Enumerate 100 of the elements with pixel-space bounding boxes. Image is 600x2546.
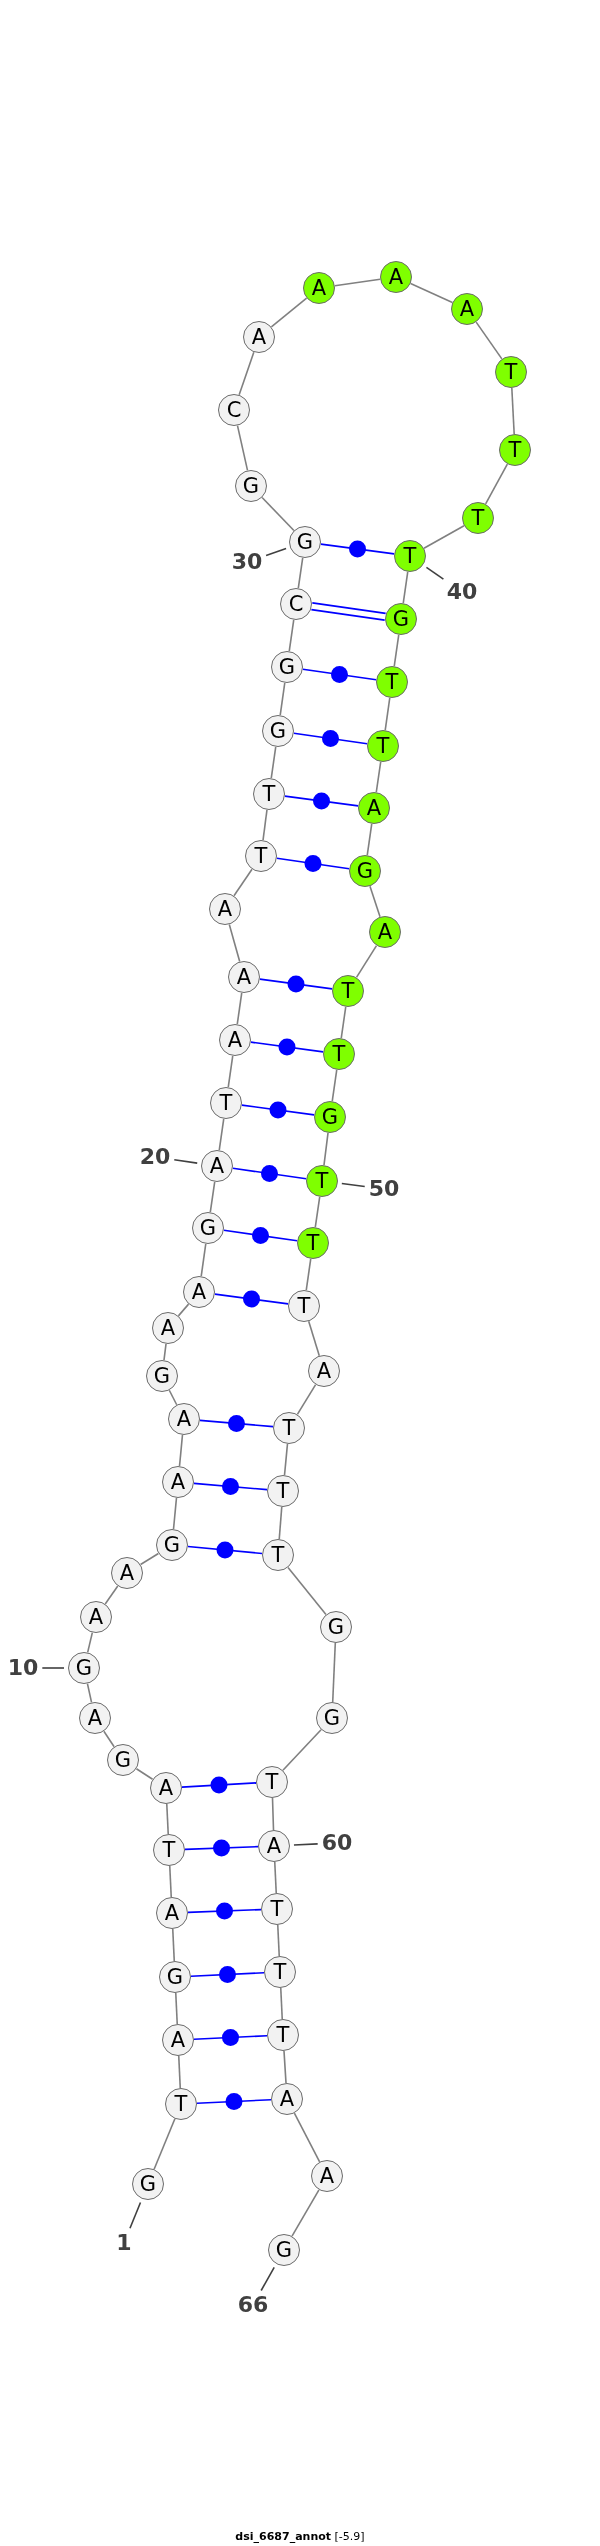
position-number: 60 (321, 1832, 353, 1854)
backbone-line (369, 885, 381, 918)
backbone-line (227, 1055, 234, 1088)
backbone-line (288, 619, 295, 652)
base-pair-line (259, 975, 333, 993)
backbone-line (236, 424, 249, 472)
leader-line (173, 1159, 198, 1164)
backbone-line (323, 1132, 329, 1166)
backbone-line (276, 1924, 281, 1957)
base-pair-line (196, 2093, 272, 2110)
backbone-line (238, 351, 255, 396)
backbone-line (165, 1803, 170, 1835)
backbone-line (283, 2050, 287, 2084)
base-pair-line (190, 1966, 265, 1983)
backbone-line (331, 1642, 337, 1703)
backbone-line (177, 1303, 190, 1317)
backbone-line (271, 1797, 275, 1831)
backbone-line (279, 682, 286, 716)
base-pair-line (232, 1165, 307, 1182)
backbone-line (262, 809, 268, 841)
base-pair-line (187, 1902, 262, 1920)
backbone-line (314, 1196, 321, 1228)
backbone-line (236, 992, 243, 1025)
position-number: 20 (139, 1146, 171, 1168)
base-pair-line (310, 602, 387, 621)
base-pair-line (214, 1290, 289, 1308)
position-number: 40 (446, 581, 478, 603)
backbone-line (178, 1434, 184, 1467)
leader-line (265, 547, 287, 557)
backbone-line (168, 1865, 173, 1898)
base-pair-line (199, 1415, 274, 1432)
backbone-line (355, 944, 378, 979)
backbone-line (287, 1566, 327, 1616)
base-pair-line (320, 540, 395, 558)
backbone-line (104, 1585, 119, 1605)
base-pair-line (293, 730, 368, 747)
backbone-line (278, 1506, 283, 1540)
backbone-line (366, 823, 373, 856)
backbone-line (218, 1118, 225, 1151)
backbone-line (307, 1320, 321, 1357)
backbone-line (209, 1181, 216, 1213)
backbone-line (103, 1730, 115, 1748)
base-pair-line (276, 855, 350, 872)
backbone-line (291, 2189, 320, 2237)
backbone-line (340, 1006, 347, 1039)
position-number: 1 (116, 2232, 132, 2254)
backbone-line (172, 1497, 178, 1530)
backbone-line (393, 634, 400, 667)
base-pair-line (193, 1478, 268, 1495)
backbone-line (171, 1928, 176, 1962)
backbone-line (135, 1767, 154, 1781)
backbone-line (375, 761, 382, 793)
caption: dsi_6687_annot [-5.9] (235, 2530, 365, 2543)
leader-line (425, 566, 445, 580)
backbone-line (273, 1861, 278, 1894)
backbone-line (153, 2118, 176, 2170)
backbone-line (384, 697, 391, 731)
backbone-line (139, 1552, 160, 1566)
backbone-line (261, 496, 295, 532)
base-pair-line (302, 666, 377, 683)
backbone-line (296, 1383, 317, 1416)
base-pair-line (250, 1038, 324, 1056)
base-pair-line (187, 1541, 263, 1559)
backbone-line (305, 1258, 312, 1291)
backbone-line (475, 321, 503, 360)
backbone-line (177, 2055, 182, 2089)
backbone-line (423, 525, 465, 549)
backbone-line (283, 1443, 289, 1476)
backbone-line (484, 463, 509, 505)
leader-line (260, 2266, 275, 2292)
position-number: 10 (7, 1657, 39, 1679)
leader-line (129, 2201, 142, 2230)
base-pair-line (193, 2029, 268, 2046)
backbone-line (270, 297, 308, 328)
backbone-line (402, 571, 409, 604)
backbone-line (200, 1243, 207, 1277)
leader-line (41, 1667, 65, 1669)
base-pair-line (284, 792, 359, 810)
position-number: 30 (231, 551, 263, 573)
position-number: 66 (237, 2294, 269, 2316)
backbone-line (163, 1343, 167, 1361)
backbone-line (233, 868, 253, 897)
backbone-line (86, 1631, 94, 1654)
backbone-line (86, 1682, 93, 1704)
base-pair-line (184, 1839, 259, 1857)
backbone-line (297, 557, 304, 589)
backbone-line (228, 923, 241, 963)
backbone-line (270, 746, 277, 779)
backbone-line (174, 1992, 179, 2025)
base-pair-line (181, 1776, 257, 1794)
backbone-line (282, 1728, 322, 1772)
backbone-line (279, 1987, 284, 2020)
leader-line (341, 1182, 366, 1188)
base-pair-line (223, 1227, 298, 1244)
backbone-line (331, 1069, 338, 1102)
base-pair-line (241, 1101, 315, 1119)
backbone-line (511, 387, 515, 435)
backbone-line (334, 278, 381, 287)
leader-line (293, 1843, 319, 1846)
position-number: 50 (368, 1178, 400, 1200)
